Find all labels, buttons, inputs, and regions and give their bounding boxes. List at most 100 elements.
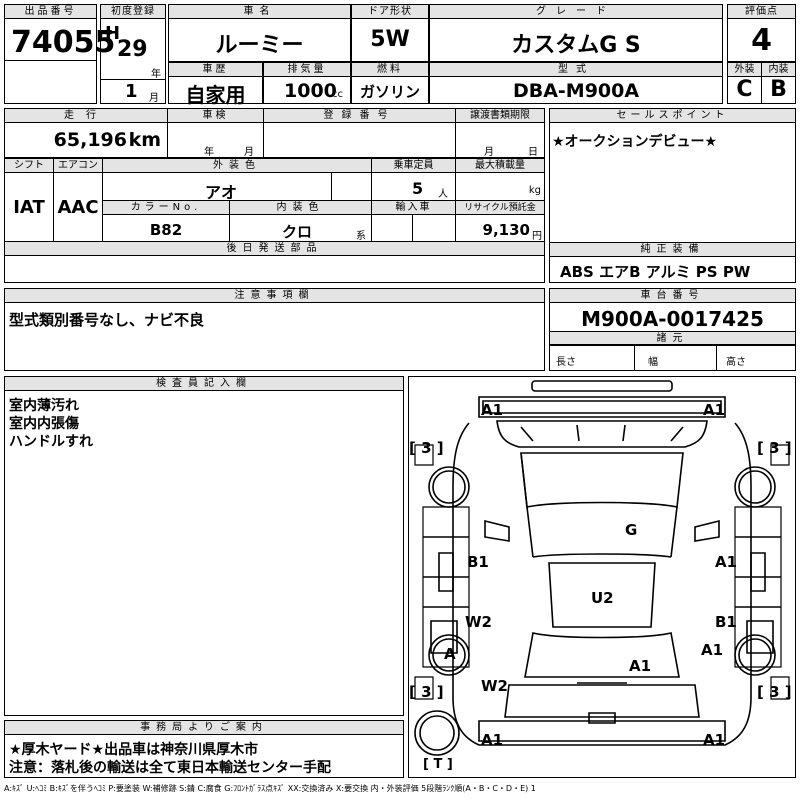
exterior-grade: C — [736, 77, 753, 102]
displacement-label: 排気量 — [264, 63, 350, 77]
mileage-box: 走行 65,196 km — [4, 108, 168, 158]
interior-color-label: 内装色 — [230, 201, 371, 215]
month-unit: 月 — [149, 93, 159, 104]
shift-box: シフト IAT — [4, 158, 54, 242]
office-line-1: ★厚木ヤード★出品車は神奈川県厚木市 — [9, 742, 259, 758]
era: H — [105, 23, 121, 44]
later-parts-box: 後日発送部品 — [4, 241, 545, 283]
damage-front-left-wheel: A — [444, 645, 456, 663]
tire-rear-left: [ 3 ] — [409, 683, 444, 701]
displacement: 1000 — [284, 80, 337, 102]
interior-color-unit: 系 — [356, 231, 366, 242]
max-load-unit: kg — [528, 185, 541, 196]
damage-tailgate: A1 — [629, 657, 652, 675]
equipment-label: 純正装備 — [550, 243, 795, 257]
equipment: ABS エアB アルミ PS PW — [560, 263, 751, 281]
first-reg-month: 1 — [125, 81, 138, 102]
year-unit: 年 — [151, 69, 161, 80]
damage-roof: U2 — [591, 589, 614, 607]
door-label: ドア形状 — [352, 5, 428, 19]
capacity-unit: 人 — [438, 189, 448, 200]
capacity-box: 乗車定員 5 人 — [371, 158, 456, 201]
model-label: 型式 — [430, 63, 722, 77]
exterior-grade-box: 外装 C — [727, 62, 762, 104]
recycle-label: リサイクル預託金 — [456, 201, 544, 215]
spare-tire: [ T ] — [423, 757, 453, 772]
office-line-2: 注意：落札後の輸送は全て東日本輸送センター手配 — [9, 760, 331, 776]
fuel: ガソリン — [359, 83, 420, 101]
interior-grade: B — [770, 77, 787, 102]
damage-windshield: G — [625, 521, 638, 539]
car-name: ルーミー — [215, 33, 304, 58]
interior-grade-box: 内装 B — [761, 62, 796, 104]
displacement-unit: cc — [332, 89, 343, 100]
first-registration-label: 初度登録 — [101, 5, 165, 19]
mileage: 65,196 — [53, 129, 127, 151]
width-label: 幅 — [648, 357, 658, 368]
office-label: 事務局よりご案内 — [5, 721, 403, 735]
inspection-month-unit: 月 — [244, 147, 254, 158]
damage-rear-right: A1 — [703, 731, 726, 749]
inspector-line-3: ハンドルすれ — [9, 434, 93, 450]
max-load-box: 最大積載量 kg — [455, 158, 545, 201]
divider — [4, 60, 97, 61]
legend: A:ｷｽﾞ U:ﾍｺﾐ B:ｷｽﾞを伴うﾍｺﾐ P:要塗装 W:補修跡 S:錆 … — [4, 784, 536, 793]
recycle-unit: 円 — [532, 231, 542, 242]
equipment-box: 純正装備 ABS エアB アルミ PS PW — [549, 242, 796, 283]
sales-point: ★オークションデビュー★ — [552, 134, 718, 150]
import-box: 輸入車 — [371, 200, 456, 242]
dimensions-label: 諸元 — [550, 331, 795, 345]
inspector-label: 検査員記入欄 — [5, 377, 403, 391]
damage-front-left: A1 — [481, 401, 504, 419]
damage-front-left-door: B1 — [467, 553, 489, 571]
aircon-label: エアコン — [54, 159, 102, 173]
damage-rear-left: A1 — [481, 731, 504, 749]
inspection-year-unit: 年 — [204, 147, 214, 158]
exterior-color-box: 外装色 アオ — [102, 158, 372, 202]
aircon-box: エアコン AAC — [53, 158, 103, 242]
inspector-box: 検査員記入欄 室内薄汚れ 室内内張傷 ハンドルすれ — [4, 376, 404, 716]
caution-box: 注意事項欄 型式類別番号なし、ナビ不良 — [4, 288, 545, 371]
grade-box: グレード カスタムG S — [429, 4, 723, 62]
tire-front-left: [ 3 ] — [409, 439, 444, 457]
car-name-box: 車名 ルーミー — [168, 4, 351, 62]
shift-label: シフト — [5, 159, 53, 173]
history: 自家用 — [185, 83, 246, 107]
transfer-deadline-box: 譲渡書類期限 月 日 — [455, 108, 545, 158]
lot-number-box: 出品番号 74055 — [4, 4, 115, 104]
transfer-month-unit: 月 — [484, 147, 494, 158]
lot-number-label: 出品番号 — [5, 5, 96, 19]
score-box: 評価点 4 — [727, 4, 796, 62]
later-parts-label: 後日発送部品 — [5, 242, 544, 256]
exterior-color-label: 外装色 — [103, 159, 371, 173]
score-label: 評価点 — [728, 5, 795, 19]
grade: カスタムG S — [511, 33, 641, 58]
inspector-line-1: 室内薄汚れ — [9, 398, 79, 414]
lot-number: 74055 — [11, 25, 116, 60]
exterior-grade-label: 外装 — [728, 63, 761, 77]
displacement-box: 排気量 1000 cc — [263, 62, 351, 104]
score: 4 — [751, 23, 772, 58]
inspection-box: 車検 年 月 — [167, 108, 264, 158]
length-label: 長さ — [556, 357, 576, 368]
import-label: 輸入車 — [372, 201, 455, 215]
inspector-line-2: 室内内張傷 — [9, 416, 79, 432]
color-number-box: カラーNo. B82 — [102, 200, 230, 242]
damage-rear-left-door: W2 — [465, 613, 492, 631]
fuel-label: 燃料 — [352, 63, 428, 77]
history-box: 車歴 自家用 — [168, 62, 263, 107]
aircon: AAC — [57, 197, 99, 218]
tire-front-right: [ 3 ] — [757, 439, 792, 457]
max-load-label: 最大積載量 — [456, 159, 544, 173]
chassis-number: M900A-0017425 — [581, 307, 764, 331]
mileage-unit: km — [128, 129, 161, 151]
chassis-box: 車台番号 M900A-0017425 諸元 長さ 幅 高さ — [549, 288, 796, 371]
first-reg-year: 29 — [117, 37, 148, 62]
sales-point-box: セールスポイント ★オークションデビュー★ — [549, 108, 796, 243]
damage-front-right: A1 — [703, 401, 726, 419]
shift: IAT — [13, 197, 45, 218]
recycle-fee: 9,130 — [482, 221, 530, 239]
grade-label: グレード — [430, 5, 722, 19]
damage-right-rear-area: A1 — [701, 641, 724, 659]
color-number-label: カラーNo. — [103, 201, 229, 215]
